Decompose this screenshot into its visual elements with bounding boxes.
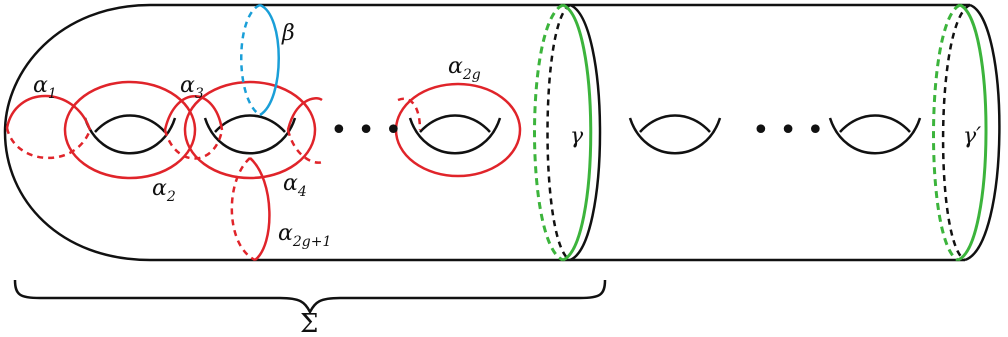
label-alpha3: α3 xyxy=(180,73,204,102)
label-alpha2g1: α2g+1 xyxy=(278,221,331,250)
hole-1 xyxy=(83,114,177,155)
alpha2g-curve xyxy=(394,82,522,178)
gamma-prime-curve-back xyxy=(932,3,961,262)
sigma-brace xyxy=(13,279,607,315)
beta-curve-front xyxy=(259,3,280,117)
alpha4-extra-back xyxy=(286,129,323,164)
label-alpha1: α1 xyxy=(33,73,57,102)
hole-2 xyxy=(203,114,297,155)
alpha2g1-curve-front xyxy=(249,157,271,261)
alpha3-curve-back xyxy=(163,129,224,160)
label-sigma: Σ xyxy=(300,309,318,337)
label-alpha2g: α2g xyxy=(448,54,481,83)
ellipsis-right: • • • xyxy=(752,113,824,148)
alpha2g1-curve-back xyxy=(230,157,256,262)
right-end-cap-back xyxy=(941,3,971,262)
cross-section-gamma-back xyxy=(546,3,571,262)
surface-outline xyxy=(3,3,970,262)
alpha1-curve-back xyxy=(5,127,92,160)
hole-right-2 xyxy=(828,114,922,155)
label-beta: β xyxy=(281,21,295,46)
gamma-curve-front xyxy=(562,3,593,262)
alpha2-curve xyxy=(63,80,197,180)
cross-section-gamma-front xyxy=(569,3,602,262)
right-end-cap-front xyxy=(964,3,1001,262)
alpha4-curve xyxy=(183,80,317,180)
alpha2g-extra xyxy=(397,97,422,131)
hole-g xyxy=(408,114,502,155)
alpha3-curve-front xyxy=(163,95,224,131)
ellipsis-left: • • • xyxy=(330,113,402,148)
label-alpha4: α4 xyxy=(283,171,307,200)
alpha4-extra-front xyxy=(286,97,323,131)
hole-right-1 xyxy=(628,114,722,155)
alpha1-curve-front xyxy=(5,94,92,131)
gamma-curve-back xyxy=(533,3,564,262)
gamma-prime-curve-front xyxy=(957,3,988,262)
label-gamma-prime: γ′ xyxy=(963,124,981,149)
label-gamma: γ xyxy=(570,124,584,149)
beta-curve-back xyxy=(240,3,261,117)
label-alpha2: α2 xyxy=(152,176,176,205)
